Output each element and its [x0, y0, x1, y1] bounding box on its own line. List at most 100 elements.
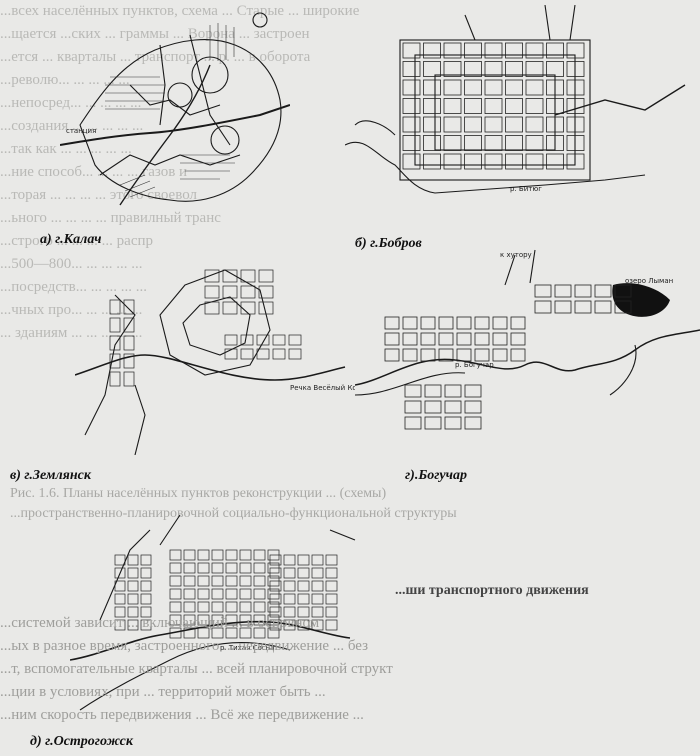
city-block — [546, 116, 564, 133]
city-block — [183, 627, 196, 639]
background-text-line: ...торая ... ... ... ... этого своевол — [0, 187, 197, 203]
city-block — [204, 285, 220, 299]
city-block — [444, 400, 462, 414]
city-block — [225, 614, 238, 626]
city-block — [594, 300, 612, 314]
city-block — [534, 300, 552, 314]
city-block — [404, 400, 422, 414]
city-block — [169, 614, 182, 626]
city-block — [402, 332, 418, 346]
city-block — [183, 614, 196, 626]
city-block — [456, 316, 472, 330]
city-block — [114, 567, 126, 579]
city-block — [525, 42, 544, 59]
city-block — [169, 549, 182, 561]
city-block — [127, 619, 139, 631]
city-block — [325, 619, 338, 631]
city-block — [384, 348, 400, 362]
city-block — [283, 593, 296, 605]
city-block — [222, 301, 238, 315]
city-block — [197, 549, 210, 561]
city-block — [225, 601, 238, 613]
city-block — [253, 614, 266, 626]
city-block — [420, 348, 436, 362]
body-text-line: ...ых в разное время, застроенного ... п… — [0, 638, 369, 654]
city-block — [239, 601, 252, 613]
city-block — [211, 601, 224, 613]
city-block — [114, 554, 126, 566]
city-block — [256, 348, 270, 360]
city-block — [197, 588, 210, 600]
city-block — [256, 334, 270, 346]
city-block — [423, 42, 441, 59]
city-block — [225, 575, 238, 587]
city-block — [211, 549, 224, 561]
city-block — [402, 348, 418, 362]
city-block — [594, 284, 612, 298]
city-block — [297, 593, 310, 605]
city-block — [240, 348, 254, 360]
plan-ostrogozhsk: р. Тихая Сосна — [70, 510, 360, 725]
city-block — [456, 332, 472, 346]
city-block — [211, 575, 224, 587]
city-block — [197, 627, 210, 639]
background-text-line: ...строго ... ... ... ... распр — [0, 233, 154, 249]
city-block — [211, 562, 224, 574]
city-block — [534, 284, 552, 298]
city-block — [222, 285, 238, 299]
city-block — [423, 116, 441, 133]
city-block — [283, 619, 296, 631]
city-block — [283, 567, 296, 579]
caption-bobrov: б) г.Бобров — [355, 236, 422, 251]
city-block — [311, 619, 324, 631]
body-text-line: ...ции в условиях, при ... территорий мо… — [0, 684, 326, 700]
city-block — [492, 316, 508, 330]
background-text-line: ... зданиям ... ... ... ... ... — [0, 325, 143, 341]
city-block — [297, 580, 310, 592]
city-block — [288, 334, 302, 346]
city-block — [183, 601, 196, 613]
city-block — [423, 61, 441, 77]
label-ostrogozhsk-river: р. Тихая Сосна — [220, 644, 274, 652]
city-block — [546, 79, 564, 96]
city-block — [211, 614, 224, 626]
city-block — [114, 619, 126, 631]
city-block — [123, 335, 135, 351]
caption-boguchar: г).Богучар — [405, 468, 467, 483]
city-block — [574, 284, 592, 298]
city-block — [183, 588, 196, 600]
city-block — [464, 61, 482, 77]
city-block — [505, 116, 523, 133]
city-block — [311, 593, 324, 605]
city-block — [566, 42, 585, 59]
city-block — [197, 614, 210, 626]
city-block — [311, 567, 324, 579]
city-block — [325, 567, 338, 579]
city-block — [525, 116, 544, 133]
city-block — [404, 384, 422, 398]
city-block — [402, 79, 421, 96]
city-block — [525, 98, 544, 114]
city-block — [484, 116, 503, 133]
city-block — [505, 79, 523, 96]
city-block — [123, 353, 135, 369]
city-block — [225, 562, 238, 574]
city-block — [566, 153, 585, 170]
background-text-line: ...револю... ... ... ... ... — [0, 72, 130, 88]
plan-bobrov: р. Битюг — [345, 5, 695, 205]
city-block — [253, 588, 266, 600]
section-heading: ...ши транспортного движения — [395, 583, 589, 598]
city-block — [267, 627, 280, 639]
city-block — [269, 567, 282, 579]
city-block — [484, 79, 503, 96]
city-block — [484, 42, 503, 59]
city-block — [444, 384, 462, 398]
city-block — [474, 316, 490, 330]
city-block — [614, 284, 632, 298]
body-text-line: ...ним скорость передвижения ... Всё же … — [0, 707, 364, 723]
city-block — [505, 135, 523, 151]
figure-caption: Рис. 1.6. Планы населённых пунктов рекон… — [10, 484, 700, 524]
city-block — [140, 567, 152, 579]
plan-zemlyansk: Речка Весёлый Колодезь — [75, 255, 355, 455]
city-block — [525, 61, 544, 77]
